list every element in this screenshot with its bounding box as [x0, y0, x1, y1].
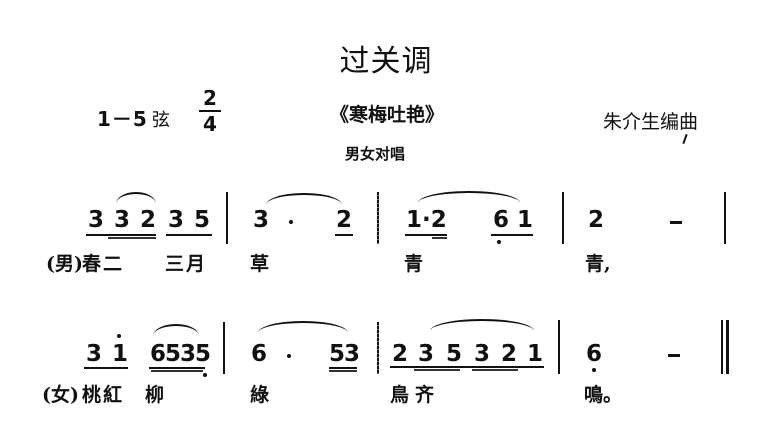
slur — [258, 321, 348, 333]
note-group: 6535 — [150, 341, 211, 367]
note: 1 — [517, 207, 534, 233]
note: 2 — [501, 341, 518, 367]
underline — [149, 367, 205, 369]
key-string-label: 弦 — [151, 110, 171, 131]
final-barline-thin — [721, 320, 723, 374]
time-fraction-line — [199, 110, 221, 112]
singer-role: (男) — [46, 253, 83, 275]
lyric: 草 — [250, 253, 270, 275]
lyric: 春二 — [82, 253, 125, 275]
note: 2 — [392, 341, 409, 367]
composer-credit: 朱介生编曲 — [603, 111, 699, 133]
slur — [153, 324, 199, 336]
slur — [418, 191, 520, 203]
slur — [430, 319, 534, 331]
barline — [562, 192, 564, 244]
note: 1 — [112, 341, 129, 367]
lyric: 鳥齐 — [390, 384, 441, 406]
barline — [226, 192, 228, 244]
low-octave-dot — [203, 373, 207, 377]
lyric: 柳 — [145, 384, 165, 406]
underline — [472, 369, 518, 371]
underline — [491, 234, 533, 236]
note: 3 — [168, 207, 185, 233]
underline — [335, 234, 353, 236]
underline — [405, 234, 447, 236]
note: 2 — [140, 207, 157, 233]
underline — [432, 237, 447, 239]
low-octave-dot — [592, 368, 596, 372]
time-numerator: 2 — [203, 86, 217, 110]
slur — [116, 192, 156, 204]
note: 2 — [336, 207, 353, 233]
underline — [390, 366, 544, 368]
time-denominator: 4 — [203, 112, 217, 136]
note: 1 — [527, 341, 544, 367]
note: 3 — [86, 341, 103, 367]
barline — [724, 192, 726, 244]
underline — [329, 367, 357, 369]
note: 3 — [418, 341, 435, 367]
note: 2 — [588, 207, 605, 233]
note: 3 — [114, 207, 131, 233]
note: 6 — [586, 341, 603, 367]
underline — [84, 367, 128, 369]
barline — [377, 322, 379, 374]
note: 6 — [493, 207, 510, 233]
note: 3 — [474, 341, 491, 367]
note: 3 — [253, 207, 270, 233]
note: 6 — [251, 341, 268, 367]
underline — [166, 234, 212, 236]
lyric: 綠 — [250, 384, 270, 406]
underline — [329, 370, 357, 372]
note: 1·2 — [406, 207, 447, 233]
sustain-dash — [668, 354, 680, 357]
barline — [223, 322, 225, 374]
underline — [414, 369, 460, 371]
underline — [108, 237, 156, 239]
sustain-dash — [670, 221, 682, 224]
low-octave-dot — [497, 240, 501, 244]
duration-dot — [289, 220, 293, 224]
duration-dot — [287, 354, 291, 358]
lyric: 鳴。 — [584, 384, 623, 406]
note: 3 — [88, 207, 105, 233]
singer-role: (女) — [42, 384, 79, 406]
barline — [377, 192, 379, 244]
lyric: 桃紅 — [82, 384, 125, 406]
note-group: 53 — [329, 341, 360, 367]
lyric: 三月 — [165, 253, 208, 275]
key-tuning: 1－5 — [97, 107, 148, 131]
underline — [151, 370, 203, 372]
lyric: 青 — [404, 253, 424, 275]
final-barline-thick — [726, 320, 729, 374]
time-signature: 2 4 — [199, 87, 221, 135]
underline — [86, 234, 156, 236]
stray-mark — [682, 133, 688, 145]
song-title: 过关调 — [339, 44, 433, 79]
subtitle: 《寒梅吐艳》 — [330, 104, 445, 126]
note: 5 — [446, 341, 463, 367]
note: 5 — [194, 207, 211, 233]
high-octave-dot — [117, 334, 121, 338]
lyric: 青, — [585, 253, 611, 275]
slur — [266, 193, 342, 205]
barline — [558, 320, 560, 374]
performance-note: 男女对唱 — [345, 145, 406, 163]
